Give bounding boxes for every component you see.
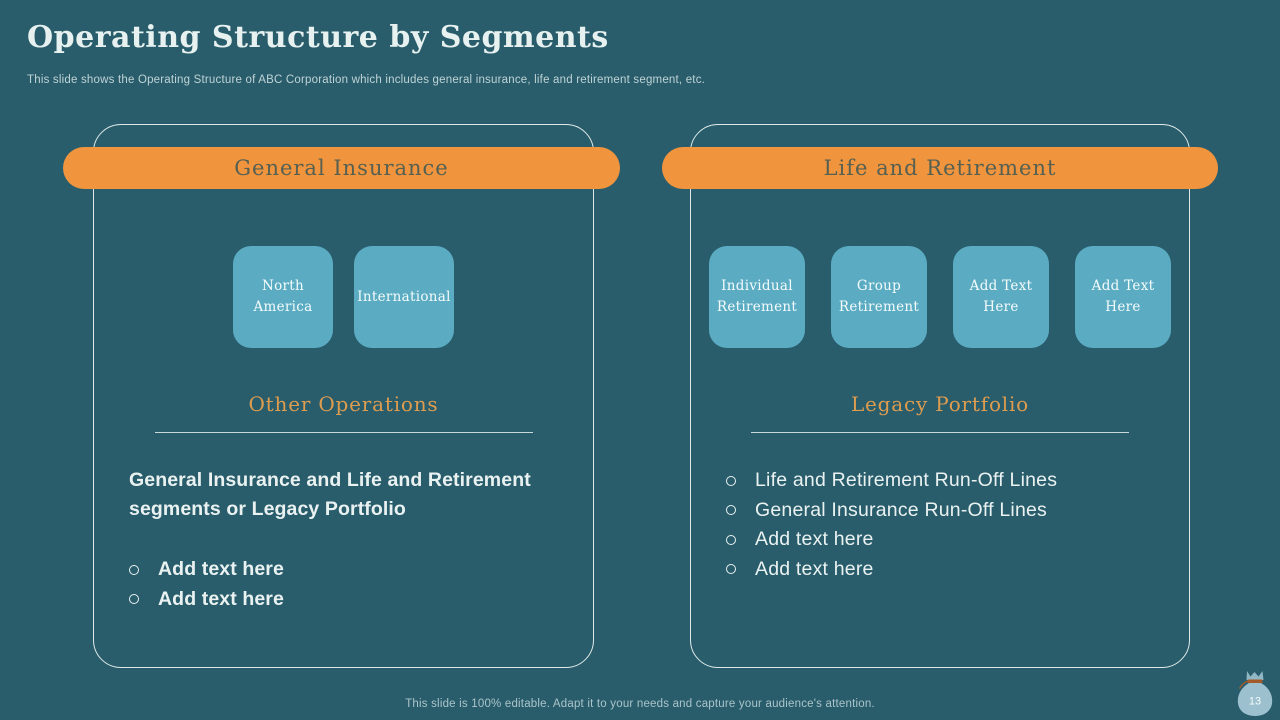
header-pill-label: Life and Retirement	[823, 156, 1057, 180]
bullet-circle-icon	[726, 534, 736, 545]
segment-box-label: Add Text Here	[1091, 278, 1155, 315]
list-item: Add text here	[726, 525, 1057, 555]
section-heading-other-operations: Other Operations	[248, 392, 439, 416]
bullet-circle-icon	[726, 505, 736, 516]
panel-life-and-retirement: Individual Retirement Group Retirement A…	[690, 124, 1190, 668]
page-number: 13	[1249, 696, 1261, 708]
section-heading-legacy-portfolio: Legacy Portfolio	[850, 392, 1030, 416]
segment-box-add-text-1: Add Text Here	[953, 246, 1049, 348]
segment-box-international: International	[354, 246, 454, 348]
header-pill-general-insurance: General Insurance	[63, 147, 620, 189]
bullet-circle-icon	[129, 594, 139, 605]
segment-box-row: Individual Retirement Group Retirement A…	[691, 246, 1189, 348]
page-title: Operating Structure by Segments	[27, 20, 609, 55]
bullet-circle-icon	[726, 564, 736, 575]
segment-box-label: Individual Retirement	[716, 278, 798, 315]
bullet-list: Life and Retirement Run-Off Lines Genera…	[726, 466, 1057, 584]
segment-box-individual-retirement: Individual Retirement	[709, 246, 805, 348]
list-item: Life and Retirement Run-Off Lines	[726, 466, 1057, 496]
segment-box-add-text-2: Add Text Here	[1075, 246, 1171, 348]
list-item: Add text here	[129, 555, 284, 585]
segment-box-label: North America	[253, 278, 313, 315]
header-pill-life-and-retirement: Life and Retirement	[662, 147, 1218, 189]
slide-subtitle: This slide shows the Operating Structure…	[27, 74, 706, 86]
list-item: General Insurance Run-Off Lines	[726, 496, 1057, 526]
money-bag-icon: 13	[1235, 670, 1275, 717]
section-underline	[751, 432, 1129, 433]
bullet-circle-icon	[129, 564, 139, 575]
list-item: Add text here	[726, 555, 1057, 585]
bullet-text: Add text here	[755, 557, 874, 580]
bullet-text: Life and Retirement Run-Off Lines	[755, 469, 1058, 492]
bullet-text: General Insurance Run-Off Lines	[755, 498, 1047, 521]
bullet-text: Add text here	[158, 587, 284, 610]
panel-general-insurance: North America International Other Operat…	[93, 124, 594, 668]
segment-box-label: International	[357, 288, 451, 305]
panel-body-text: General Insurance and Life and Retiremen…	[129, 469, 531, 520]
section-underline	[154, 432, 533, 433]
segment-box-group-retirement: Group Retirement	[831, 246, 927, 348]
segment-box-row: North America International	[94, 246, 593, 348]
header-pill-label: General Insurance	[234, 156, 449, 180]
list-item: Add text here	[129, 585, 284, 615]
bullet-circle-icon	[726, 475, 736, 486]
segment-box-label: Group Retirement	[838, 278, 920, 315]
bullet-text: Add text here	[755, 528, 874, 551]
slide-footer-note: This slide is 100% editable. Adapt it to…	[405, 698, 875, 710]
bullet-list: Add text here Add text here	[129, 555, 284, 614]
bullet-text: Add text here	[158, 558, 284, 581]
segment-box-north-america: North America	[233, 246, 333, 348]
segment-box-label: Add Text Here	[969, 278, 1033, 315]
